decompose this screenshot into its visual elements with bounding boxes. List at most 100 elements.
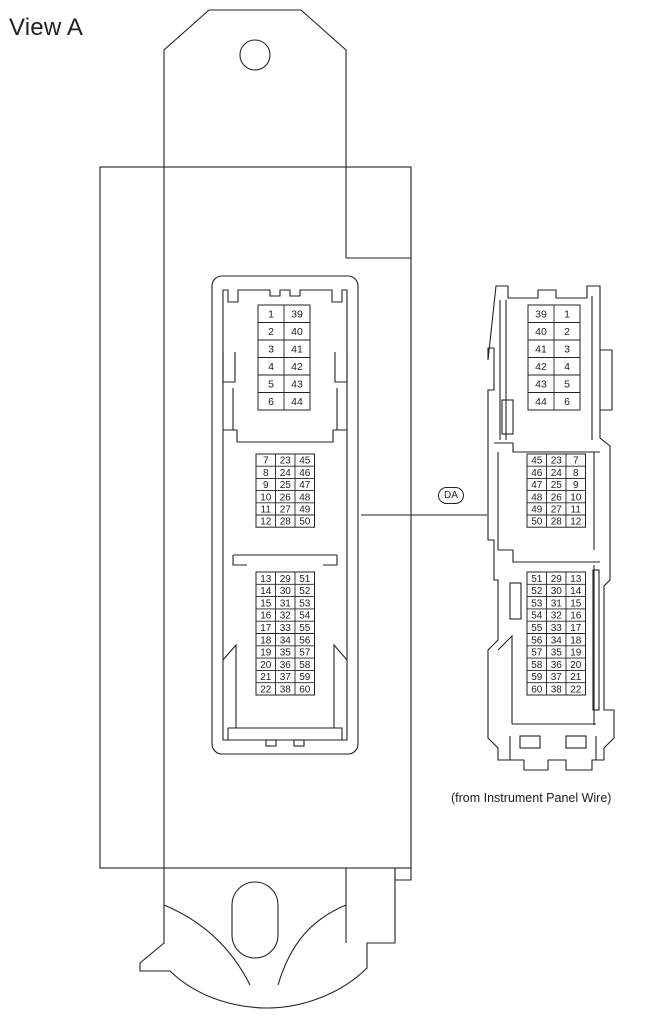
pin-number: 41 (535, 343, 547, 355)
pin-number: 12 (570, 517, 582, 528)
pin-number: 58 (531, 660, 543, 671)
pin-number: 18 (570, 635, 582, 646)
connector-caption: (from Instrument Panel Wire) (451, 791, 612, 805)
mounting-hole-top (239, 39, 271, 71)
pin-number: 38 (280, 684, 292, 695)
pin-number: 17 (570, 623, 582, 634)
pin-number: 3 (564, 343, 570, 355)
ecu-body (99, 9, 412, 1009)
pin-number: 13 (570, 574, 582, 585)
pin-number: 19 (570, 648, 582, 659)
pin-number: 17 (260, 623, 272, 634)
pin-number: 22 (260, 684, 272, 695)
pin-number: 3 (268, 343, 274, 355)
pin-number: 23 (551, 456, 563, 467)
pin-number: 33 (551, 623, 563, 634)
pin-number: 60 (299, 684, 311, 695)
pin-number: 20 (260, 660, 272, 671)
pin-number: 6 (268, 396, 274, 408)
pin-number: 37 (551, 672, 563, 683)
pin-number: 4 (564, 361, 570, 373)
pin-number: 55 (531, 623, 543, 634)
pin-number: 5 (564, 378, 570, 390)
pin-number: 34 (280, 635, 292, 646)
pin-number: 40 (291, 326, 303, 338)
pin-number: 25 (551, 480, 563, 491)
pin-number: 28 (280, 517, 292, 528)
pin-number: 19 (260, 648, 272, 659)
pin-number: 36 (551, 660, 563, 671)
pin-number: 56 (531, 635, 543, 646)
pin-number: 42 (535, 361, 547, 373)
pin-number: 27 (551, 505, 563, 516)
pin-number: 31 (280, 598, 292, 609)
pin-number: 53 (299, 598, 311, 609)
pin-number: 46 (531, 468, 543, 479)
pin-number: 5 (268, 378, 274, 390)
pin-number: 18 (260, 635, 272, 646)
pin-number: 56 (299, 635, 311, 646)
pin-number: 40 (535, 326, 547, 338)
pin-number: 28 (551, 517, 563, 528)
pin-number: 25 (280, 480, 292, 491)
pin-number: 14 (260, 586, 272, 597)
pin-number: 46 (299, 468, 311, 479)
pin-number: 44 (535, 396, 547, 408)
left-connector-housing (211, 275, 359, 755)
pin-number: 24 (551, 468, 563, 479)
pin-number: 38 (551, 684, 563, 695)
pin-number: 35 (280, 648, 292, 659)
pin-number: 52 (531, 586, 543, 597)
pin-number: 57 (299, 648, 311, 659)
pin-number: 45 (299, 456, 311, 467)
pin-number: 2 (564, 326, 570, 338)
pin-number: 58 (299, 660, 311, 671)
pin-number: 20 (570, 660, 582, 671)
pin-number: 10 (570, 492, 582, 503)
pin-number: 4 (268, 361, 274, 373)
pin-number: 31 (551, 598, 563, 609)
pin-number: 16 (570, 611, 582, 622)
pin-number: 15 (570, 598, 582, 609)
pin-number: 7 (263, 456, 269, 467)
pin-number: 51 (531, 574, 543, 585)
pin-number: 51 (299, 574, 311, 585)
pin-number: 57 (531, 648, 543, 659)
pin-number: 34 (551, 635, 563, 646)
pin-number: 32 (280, 611, 292, 622)
pin-number: 37 (280, 672, 292, 683)
pin-number: 59 (531, 672, 543, 683)
pin-number: 59 (299, 672, 311, 683)
pin-number: 15 (260, 598, 272, 609)
pin-number: 16 (260, 611, 272, 622)
pin-number: 10 (260, 492, 272, 503)
pin-number: 30 (280, 586, 292, 597)
pin-number: 35 (551, 648, 563, 659)
pin-number: 50 (531, 517, 543, 528)
pin-number: 1 (268, 308, 274, 320)
pin-number: 22 (570, 684, 582, 695)
pin-number: 49 (531, 505, 543, 516)
pin-number: 39 (291, 308, 303, 320)
pin-number: 32 (551, 611, 563, 622)
pin-number: 55 (299, 623, 311, 634)
pin-number: 24 (280, 468, 292, 479)
ecu-housing (99, 166, 412, 869)
pin-number: 6 (564, 396, 570, 408)
pin-number: 36 (280, 660, 292, 671)
pin-number: 29 (551, 574, 563, 585)
pin-number: 54 (299, 611, 311, 622)
pin-number: 11 (261, 505, 272, 516)
pin-number: 48 (531, 492, 543, 503)
pin-number: 43 (535, 378, 547, 390)
pin-number: 2 (268, 326, 274, 338)
bottom-mounting-bracket (139, 868, 396, 1009)
pin-number: 29 (280, 574, 292, 585)
pin-number: 53 (531, 598, 543, 609)
pin-number: 60 (531, 684, 543, 695)
pin-number: 12 (260, 517, 272, 528)
